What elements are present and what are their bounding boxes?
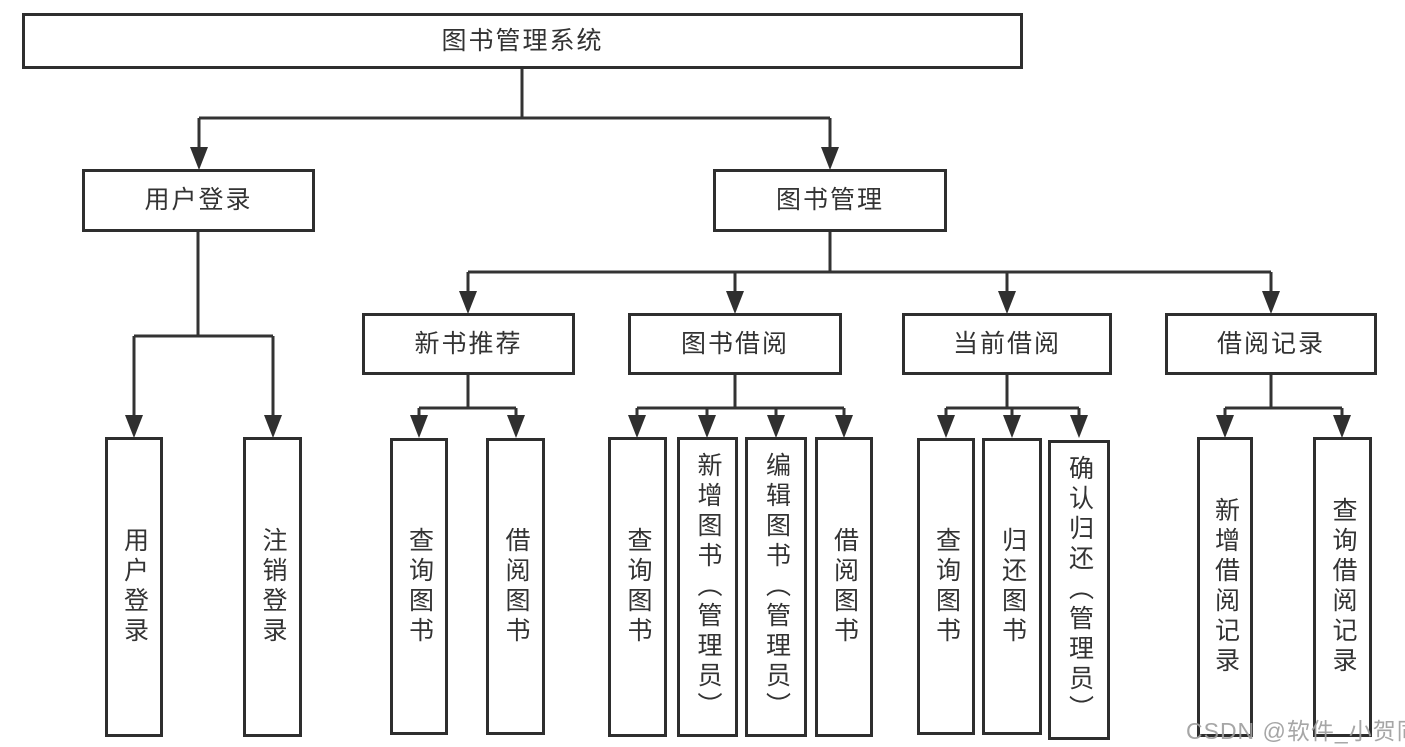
- node-leaf-borrow-book-1-label: 借阅图书: [502, 526, 530, 647]
- node-book-borrow-label: 图书借阅: [680, 329, 789, 358]
- node-leaf-return-book-label: 归还图书: [998, 526, 1027, 647]
- connector-borrowrecords-to-leaves: [1216, 375, 1351, 438]
- node-current-borrow-label: 当前借阅: [952, 329, 1061, 358]
- connector-bookmgmt-to-level3: [459, 232, 1280, 314]
- node-leaf-query-borrow-record-label: 查询借阅记录: [1329, 497, 1357, 677]
- node-leaf-confirm-return-admin: 确认归还（管理员）: [1048, 440, 1110, 740]
- node-leaf-query-book-1: 查询图书: [390, 438, 448, 735]
- connector-root-to-level2: [190, 69, 839, 170]
- node-new-book-recommend-label: 新书推荐: [414, 329, 523, 358]
- node-leaf-return-book: 归还图书: [982, 438, 1042, 735]
- node-leaf-add-book-admin: 新增图书（管理员）: [677, 437, 738, 737]
- node-borrow-records: 借阅记录: [1165, 313, 1377, 375]
- node-leaf-edit-book-admin-label: 编辑图书（管理员）: [762, 452, 791, 722]
- node-borrow-records-label: 借阅记录: [1216, 329, 1325, 358]
- node-leaf-logout-label: 注销登录: [259, 527, 287, 647]
- node-user-login-label: 用户登录: [144, 186, 253, 214]
- node-leaf-query-book-3-label: 查询图书: [932, 526, 961, 647]
- watermark: CSDN @软件_小贺同学: [1186, 718, 1405, 744]
- node-leaf-edit-book-admin: 编辑图书（管理员）: [745, 437, 807, 737]
- node-leaf-borrow-book-1: 借阅图书: [486, 438, 545, 735]
- node-leaf-confirm-return-admin-label: 确认归还（管理员）: [1065, 455, 1094, 725]
- node-leaf-query-book-1-label: 查询图书: [405, 526, 434, 647]
- node-new-book-recommend: 新书推荐: [362, 313, 575, 375]
- node-leaf-logout: 注销登录: [243, 437, 302, 737]
- connector-userlogin-to-leaves: [125, 232, 282, 438]
- node-book-borrow: 图书借阅: [628, 313, 842, 375]
- node-leaf-user-login-label: 用户登录: [120, 527, 149, 647]
- node-leaf-add-borrow-record: 新增借阅记录: [1197, 437, 1253, 737]
- node-book-management: 图书管理: [713, 169, 947, 232]
- node-current-borrow: 当前借阅: [902, 313, 1112, 375]
- node-book-management-label: 图书管理: [775, 186, 884, 214]
- node-leaf-borrow-book-2: 借阅图书: [815, 437, 873, 737]
- node-leaf-query-book-2: 查询图书: [608, 437, 667, 737]
- node-root: 图书管理系统: [22, 13, 1023, 69]
- node-leaf-query-borrow-record: 查询借阅记录: [1313, 437, 1372, 737]
- node-user-login: 用户登录: [82, 169, 315, 232]
- node-leaf-query-book-3: 查询图书: [917, 438, 975, 735]
- connector-currentborrow-to-leaves: [937, 375, 1088, 438]
- node-leaf-borrow-book-2-label: 借阅图书: [830, 527, 859, 647]
- node-leaf-user-login: 用户登录: [105, 437, 163, 737]
- connector-newbook-to-leaves: [410, 375, 525, 438]
- node-leaf-add-book-admin-label: 新增图书（管理员）: [694, 452, 722, 722]
- node-root-label: 图书管理系统: [441, 26, 604, 55]
- node-leaf-query-book-2-label: 查询图书: [624, 527, 652, 647]
- connector-bookborrow-to-leaves: [628, 375, 853, 438]
- node-leaf-add-borrow-record-label: 新增借阅记录: [1211, 497, 1240, 677]
